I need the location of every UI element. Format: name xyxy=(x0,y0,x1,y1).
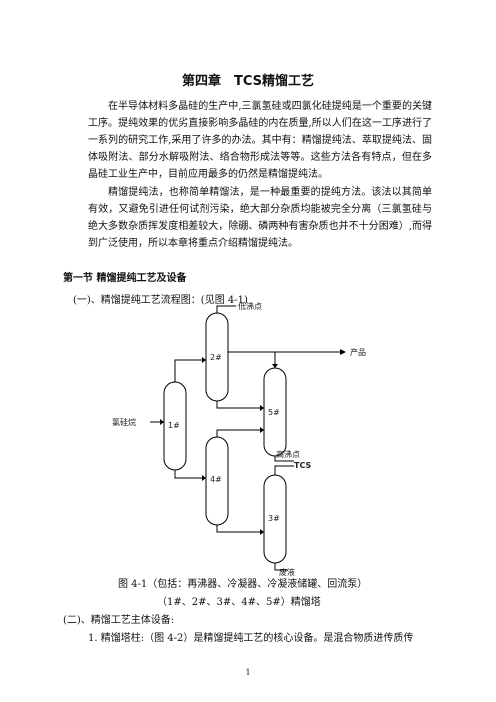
label-waste: 废液 xyxy=(279,567,295,577)
section-title: 第一节 精馏提纯工艺及设备 xyxy=(63,273,187,284)
page-number: 1 xyxy=(245,668,251,677)
equipment-heading: (二)、精馏工艺主体设备: xyxy=(63,615,175,626)
line-2-bottom-to-5 xyxy=(216,401,264,409)
arrowhead xyxy=(340,349,346,355)
arrowhead xyxy=(272,364,278,368)
arrowhead xyxy=(160,419,164,425)
line-2-to-5 xyxy=(228,351,276,368)
tcs-line xyxy=(274,465,294,475)
low-boiling-line xyxy=(216,305,236,313)
tower-4-label: 4# xyxy=(210,475,222,484)
tower-2-label: 2# xyxy=(210,353,222,362)
label-tcs: TCS xyxy=(294,461,311,470)
label-low-boiling: 低沸点 xyxy=(238,301,262,311)
figure-caption-line-2: （1#、2#、3#、4#、5#）精馏塔 xyxy=(157,597,321,608)
label-product: 产品 xyxy=(350,347,366,357)
waste-line xyxy=(274,563,288,571)
label-high-boiling: 高沸点 xyxy=(276,449,300,459)
chapter-title: 第四章 TCS精馏工艺 xyxy=(181,74,314,89)
high-boiling-line xyxy=(274,456,294,462)
tower-1-label: 1# xyxy=(168,421,180,430)
arrowhead xyxy=(202,357,206,363)
arrowhead xyxy=(260,405,264,411)
line-4-to-5 xyxy=(216,429,264,437)
tower-5-label: 5# xyxy=(268,408,280,417)
intro-paragraph-1: 在半导体材料多晶硅的生产中,三氯氢硅或四氯化硅提纯是一个重要的关键工序。提纯效果… xyxy=(88,101,432,180)
arrowhead xyxy=(260,427,264,433)
arrowhead xyxy=(260,529,264,535)
tower-3-label: 3# xyxy=(268,514,280,523)
line-1-to-4 xyxy=(174,470,206,479)
label-chlorosilane: 氯硅烷 xyxy=(112,417,136,427)
arrowhead xyxy=(202,475,206,481)
list-item-1: 1. 精馏塔柱:（图 4-2）是精馏提纯工艺的核心设备。是混合物质进传质传 xyxy=(88,633,414,644)
flowchart-heading: (一)、精馏提纯工艺流程图：(见图 4-1) xyxy=(73,295,248,306)
figure-caption-line-1: 图 4-1（包括：再沸器、冷凝器、冷凝液储罐、回流泵） xyxy=(118,579,368,590)
intro-paragraph-2: 精馏提纯法，也称简单精馏法，是一种最重要的提纯方法。该法以其简单有效，又避免引进… xyxy=(88,187,432,249)
line-4-to-3 xyxy=(216,525,264,533)
line-1-to-2 xyxy=(174,359,206,382)
